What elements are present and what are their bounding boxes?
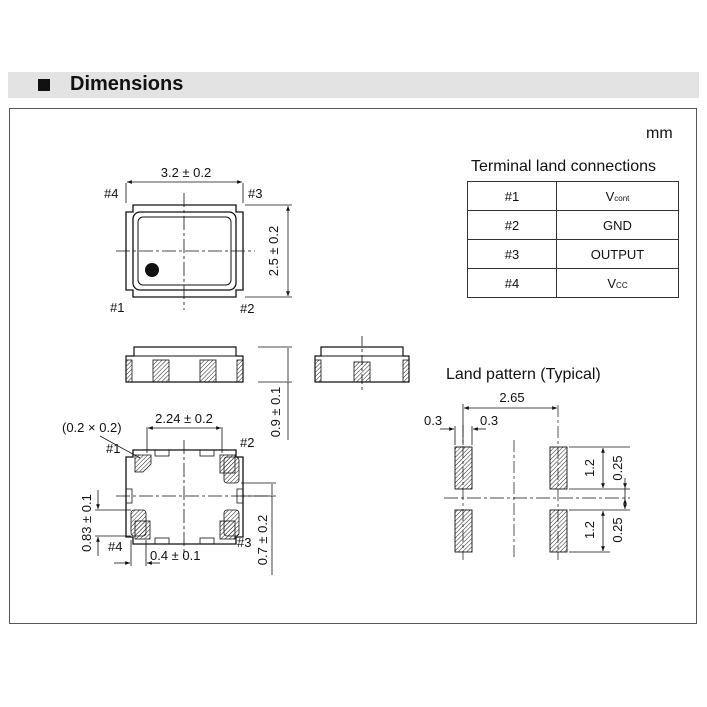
unit-label: mm [646,125,673,142]
land-gap-bottom-label: 0.25 [610,517,625,542]
land-pitch-label: 2.65 [499,390,524,405]
table-cell-pin: #3 [467,239,557,269]
pad-offset-label: 0.7 ± 0.2 [255,515,270,566]
table-cell-signal: OUTPUT [556,239,679,269]
side-height-label: 0.9 ± 0.1 [268,387,283,438]
top-pin1-label: #1 [110,300,124,315]
land-gap-top-label: 0.25 [610,455,625,480]
pad-width-label: 0.4 ± 0.1 [150,548,201,563]
bottom-pitch-label: 2.24 ± 0.2 [155,411,213,426]
bottom-pin3-label: #3 [237,535,251,550]
bottom-pin1-label: #1 [106,441,120,456]
chamfer-label: (0.2 × 0.2) [62,420,122,435]
side-view-front: 0.9 ± 0.1 [125,346,292,440]
section-header: Dimensions [8,72,699,98]
table-cell-signal: Vcont [556,181,679,211]
land-width-left-label: 0.3 [424,413,442,428]
table-cell-signal: GND [556,210,679,240]
table-cell-pin: #1 [467,181,557,211]
land-pattern: 2.65 0.3 0.3 1.2 1.2 0.25 0.25 [424,390,630,560]
bottom-pin4-label: #4 [108,539,122,554]
table-row: #2 GND [467,210,679,240]
land-pad-bottom-right [549,509,568,553]
land-pad-top-right [549,446,568,490]
top-height-label: 2.5 ± 0.2 [266,226,281,277]
table-cell-pin: #2 [467,210,557,240]
pad-height-label: 0.83 ± 0.1 [79,494,94,552]
land-pad-top-left [454,446,473,490]
top-view: 3.2 ± 0.2 2.5 ± 0.2 #4 #3 #1 #2 [104,165,292,316]
table-row: #3 OUTPUT [467,239,679,269]
land-pad-bottom-left [454,509,473,553]
land-width-right-label: 0.3 [480,413,498,428]
bottom-view: 2.24 ± 0.2 (0.2 × 0.2) 0.83 ± 0.1 0.4 ± … [62,411,276,575]
top-pin3-label: #3 [248,186,262,201]
table-cell-signal: VCC [556,268,679,298]
square-bullet-icon [38,79,50,91]
land-pattern-title: Land pattern (Typical) [446,366,601,383]
section-title: Dimensions [70,73,184,95]
table-cell-pin: #4 [467,268,557,298]
top-width-label: 3.2 ± 0.2 [161,165,212,180]
table-row: #4 VCC [467,268,679,298]
terminal-table-title: Terminal land connections [471,158,656,175]
side-view-end [314,336,410,392]
land-height-top-label: 1.2 [582,459,597,477]
table-row: #1 Vcont [467,181,679,211]
pin1-marker-dot [145,263,159,277]
bottom-pin2-label: #2 [240,435,254,450]
terminal-connection-table: #1 Vcont #2 GND #3 OUTPUT #4 VCC [467,181,679,298]
top-pin2-label: #2 [240,301,254,316]
top-pin4-label: #4 [104,186,118,201]
land-height-bottom-label: 1.2 [582,521,597,539]
